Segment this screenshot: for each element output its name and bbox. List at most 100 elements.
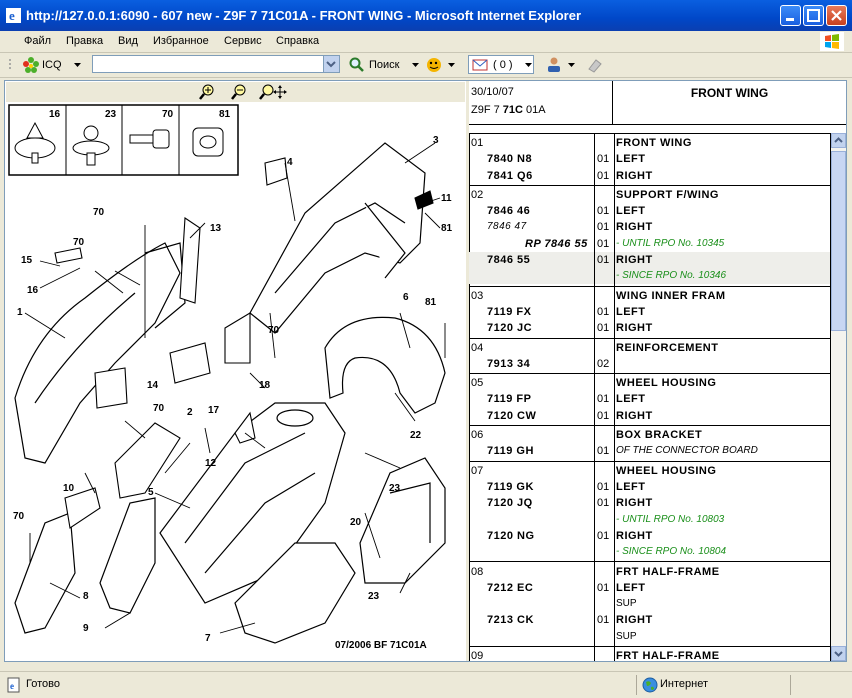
scroll-up-button[interactable] bbox=[831, 133, 846, 148]
callout-81b: 81 bbox=[425, 297, 437, 308]
callout-15: 15 bbox=[21, 255, 33, 266]
wheel-housing-part bbox=[324, 316, 446, 414]
callout-17: 17 bbox=[208, 405, 220, 416]
zoom-in-icon[interactable] bbox=[199, 84, 215, 100]
callout-70d: 70 bbox=[268, 325, 280, 336]
zoom-pan-icon[interactable] bbox=[259, 84, 287, 100]
search-label[interactable]: Поиск bbox=[369, 59, 400, 71]
menu-tools[interactable]: Сервис bbox=[224, 35, 262, 47]
part-number: 7841 Q6 bbox=[487, 169, 533, 182]
address-dropdown-button[interactable] bbox=[323, 56, 339, 72]
part-description: RIGHT bbox=[616, 169, 653, 182]
icq-flower-icon[interactable] bbox=[23, 57, 39, 73]
callout-12: 12 bbox=[205, 458, 217, 469]
eraser-icon[interactable] bbox=[586, 57, 604, 73]
zoom-out-icon[interactable] bbox=[231, 84, 247, 100]
menu-help[interactable]: Справка bbox=[276, 35, 320, 47]
table-row[interactable]: WHEEL HOUSING bbox=[469, 463, 830, 479]
chevron-down-icon bbox=[834, 651, 843, 657]
mail-counter[interactable]: ( 0 ) bbox=[468, 55, 534, 74]
table-row[interactable]: - SINCE RPO No. 10346 bbox=[469, 268, 830, 285]
maximize-button[interactable] bbox=[803, 5, 824, 26]
table-row[interactable]: WING INNER FRAM bbox=[469, 288, 830, 304]
group-number: 06 bbox=[471, 429, 484, 442]
part-description: WHEEL HOUSING bbox=[616, 377, 717, 390]
chevron-down-icon[interactable] bbox=[74, 63, 81, 67]
close-button[interactable] bbox=[826, 5, 847, 26]
part-description: - UNTIL RPO No. 10803 bbox=[616, 513, 725, 525]
table-row[interactable]: BOX BRACKET bbox=[469, 427, 830, 443]
part-description: OF THE CONNECTOR BOARD bbox=[616, 445, 758, 457]
bracket-parts bbox=[54, 157, 434, 529]
scroll-thumb[interactable] bbox=[831, 151, 846, 331]
table-row[interactable]: SUP bbox=[469, 596, 830, 612]
menu-view[interactable]: Вид bbox=[118, 35, 138, 47]
parts-list-pane: 30/10/07 Z9F 7 71C 01A FRONT WING 01 FRON… bbox=[469, 81, 846, 662]
part-description: RIGHT bbox=[616, 614, 653, 627]
chevron-down-icon[interactable] bbox=[412, 63, 419, 67]
menu-file[interactable]: Файл bbox=[24, 35, 52, 47]
chevron-down-icon[interactable] bbox=[525, 63, 532, 67]
lower-frame-part bbox=[234, 542, 356, 644]
quantity: 01 bbox=[597, 529, 610, 542]
minimize-button[interactable] bbox=[780, 5, 801, 26]
quantity: 01 bbox=[597, 322, 610, 335]
part-number: 7120 CW bbox=[487, 409, 537, 422]
part-description: - SINCE RPO No. 10346 bbox=[616, 270, 727, 282]
table-row[interactable]: - UNTIL RPO No. 10803 bbox=[469, 512, 830, 528]
user-settings-icon[interactable] bbox=[545, 56, 563, 74]
table-row[interactable]: - SINCE RPO No. 10804 bbox=[469, 544, 830, 560]
menu-edit[interactable]: Правка bbox=[66, 35, 104, 47]
table-row[interactable]: FRT HALF-FRAME bbox=[469, 648, 830, 662]
chevron-down-icon[interactable] bbox=[448, 63, 455, 67]
quantity: 01 bbox=[597, 393, 610, 406]
table-row[interactable]: WHEEL HOUSING bbox=[469, 375, 830, 391]
rear-housing-part bbox=[359, 457, 446, 584]
table-row[interactable]: SUP bbox=[469, 629, 830, 645]
pane-divider[interactable] bbox=[466, 81, 469, 661]
table-row[interactable]: FRONT WING bbox=[469, 135, 830, 151]
search-icon[interactable] bbox=[349, 57, 365, 73]
messenger-icon[interactable] bbox=[425, 57, 443, 73]
callout-70a: 70 bbox=[93, 207, 105, 218]
part-number: 7120 JC bbox=[487, 322, 533, 335]
table-row[interactable]: SUPPORT F/WING bbox=[469, 187, 830, 203]
quantity: 01 bbox=[597, 205, 610, 218]
minimize-icon bbox=[786, 18, 794, 21]
parts-header: 30/10/07 Z9F 7 71C 01A FRONT WING bbox=[469, 81, 846, 125]
status-text: Готово bbox=[26, 678, 60, 690]
callout-18: 18 bbox=[259, 380, 271, 391]
menu-favorites[interactable]: Избранное bbox=[153, 35, 209, 47]
icq-label[interactable]: ICQ bbox=[42, 59, 62, 71]
table-row[interactable]: FRT HALF-FRAME bbox=[469, 564, 830, 580]
part-number: 7119 GK bbox=[487, 480, 534, 493]
table-row[interactable]: REINFORCEMENT bbox=[469, 340, 830, 356]
part-description: LEFT bbox=[616, 581, 646, 594]
chevron-down-icon[interactable] bbox=[568, 63, 575, 67]
scroll-down-button[interactable] bbox=[831, 646, 846, 661]
group-number: 08 bbox=[471, 565, 484, 578]
vertical-scrollbar[interactable] bbox=[831, 133, 846, 661]
chevron-up-icon bbox=[834, 137, 843, 143]
address-combobox[interactable] bbox=[92, 55, 340, 73]
group-number: 05 bbox=[471, 377, 484, 390]
